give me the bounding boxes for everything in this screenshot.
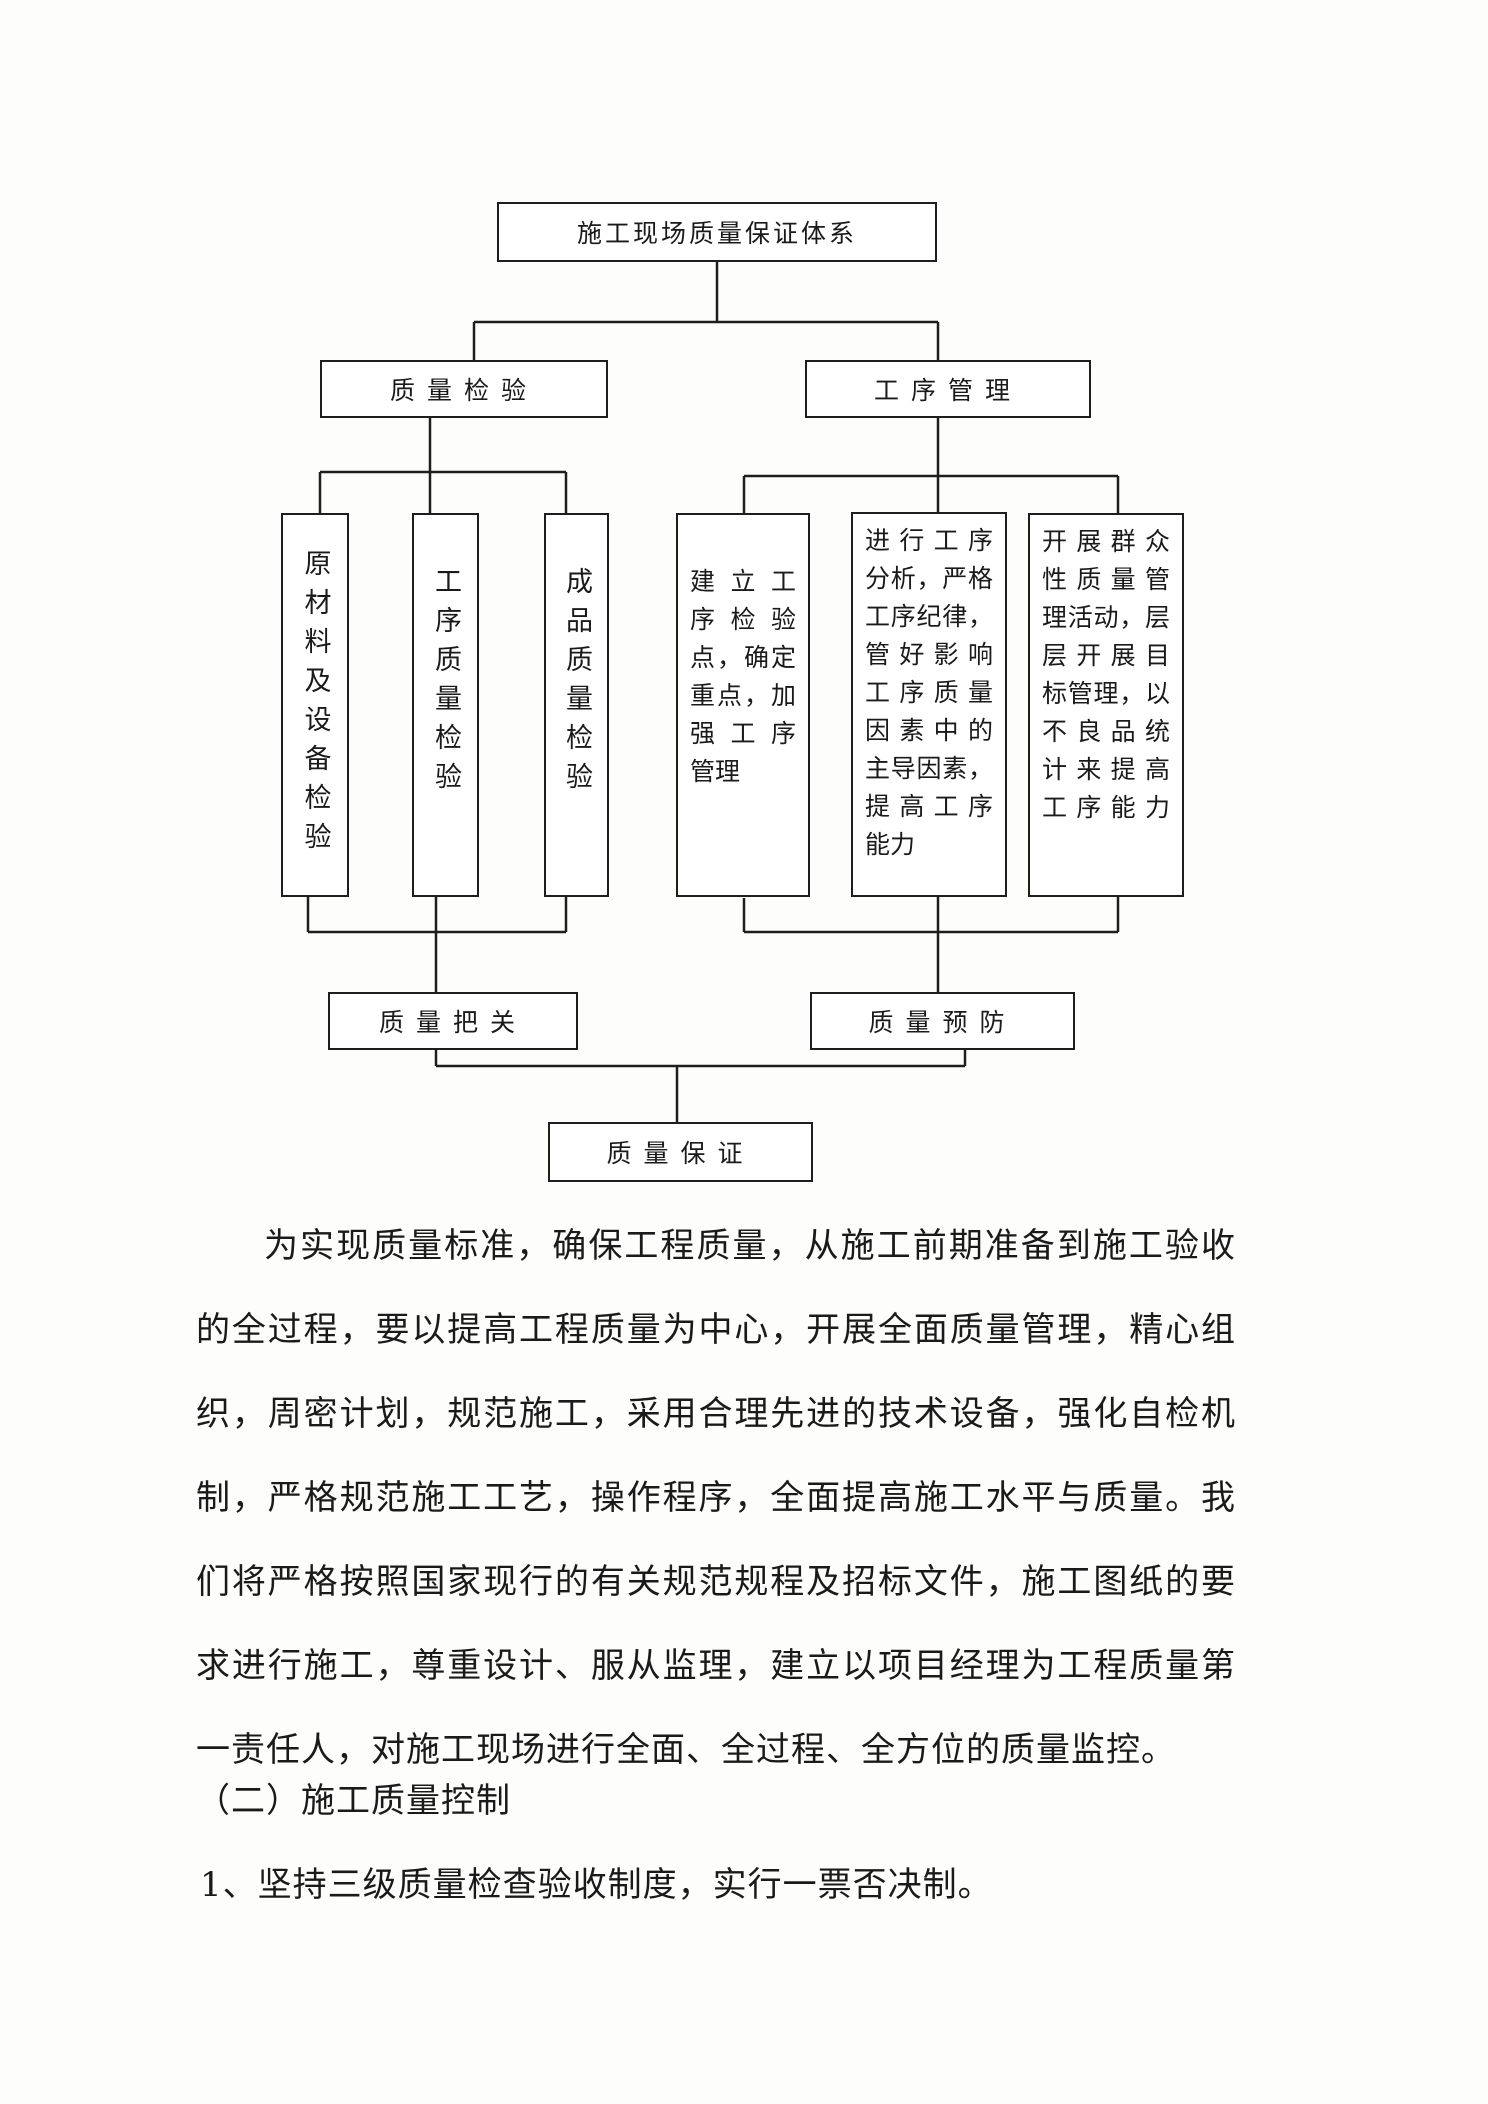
diagram-gate-left-box: 质量把关 [328,992,578,1050]
diagram-right-item-line: 强工序 [690,719,796,748]
diagram-right-item-line: 工序纪律， [865,602,993,631]
diagram-right-item-line: 重点，加 [690,681,796,710]
diagram-right-item-box: 建立工 序检验 点，确定 重点，加 强工序 管理 [676,513,810,897]
diagram-right-item-line: 标管理，以 [1042,679,1170,708]
diagram-branch-right-box: 工序管理 [805,360,1091,418]
diagram-right-item-text: 建立工 序检验 点，确定 重点，加 强工序 管理 [678,563,808,791]
diagram-right-item-line: 不良品统 [1042,717,1170,746]
diagram-right-item-line: 能力 [865,830,916,859]
diagram-left-item-box: 工序质量检验 [412,513,479,897]
diagram-root-box: 施工现场质量保证体系 [497,202,937,262]
diagram-bottom-box: 质量保证 [548,1122,813,1182]
diagram-gate-right-label: 质量预防 [868,1008,1017,1037]
section-heading: （二）施工质量控制 [196,1781,511,1821]
diagram-bottom-label: 质量保证 [606,1139,755,1168]
diagram-right-item-line: 进行工序 [865,526,993,555]
diagram-gate-right-box: 质量预防 [810,992,1075,1050]
diagram-branch-right-label: 工序管理 [873,376,1022,405]
diagram-right-item-line: 因素中的 [865,716,993,745]
diagram-gate-left-label: 质量把关 [378,1008,527,1037]
diagram-right-item-text: 开展群众 性质量管 理活动，层 层开展目 标管理，以 不良品统 计来提高 工序能… [1030,523,1182,827]
diagram-right-item-line: 管好影响 [865,640,993,669]
diagram-right-item-line: 计来提高 [1042,755,1170,784]
diagram-right-item-line: 提高工序 [865,792,993,821]
diagram-branch-left-label: 质量检验 [389,376,538,405]
diagram-right-item-box: 开展群众 性质量管 理活动，层 层开展目 标管理，以 不良品统 计来提高 工序能… [1028,513,1184,897]
diagram-right-item-line: 管理 [690,757,741,786]
diagram-left-item-label: 成品质量检验 [561,567,592,801]
diagram-right-item-box: 进行工序 分析，严格 工序纪律， 管好影响 工序质量 因素中的 主导因素， 提高… [851,512,1007,897]
body-paragraph: 为实现质量标准，确保工程质量，从施工前期准备到施工验收的全过程，要以提高工程质量… [196,1226,1236,1770]
diagram-left-item-label: 工序质量检验 [430,567,461,801]
diagram-right-item-line: 点，确定 [690,643,796,672]
diagram-right-item-line: 开展群众 [1042,527,1170,556]
diagram-root-label: 施工现场质量保证体系 [576,219,857,248]
diagram-left-item-label: 原材料及设备检验 [299,549,331,861]
diagram-right-item-line: 主导因素， [865,754,993,783]
diagram-right-item-text: 进行工序 分析，严格 工序纪律， 管好影响 工序质量 因素中的 主导因素， 提高… [853,522,1005,864]
diagram-branch-left-box: 质量检验 [320,360,608,418]
diagram-right-item-line: 序检验 [690,605,796,634]
diagram-right-item-line: 理活动，层 [1042,603,1170,632]
diagram-right-item-line: 分析，严格 [865,564,993,593]
diagram-right-item-line: 层开展目 [1042,641,1170,670]
diagram-right-item-line: 工序能力 [1042,793,1170,822]
diagram-right-item-line: 建立工 [690,567,796,596]
diagram-left-item-box: 成品质量检验 [544,513,609,897]
diagram-left-item-box: 原材料及设备检验 [281,513,349,897]
diagram-right-item-line: 性质量管 [1042,565,1170,594]
diagram-right-item-line: 工序质量 [865,678,993,707]
list-item-1: 1、坚持三级质量检查验收制度，实行一票否决制。 [200,1865,993,1905]
